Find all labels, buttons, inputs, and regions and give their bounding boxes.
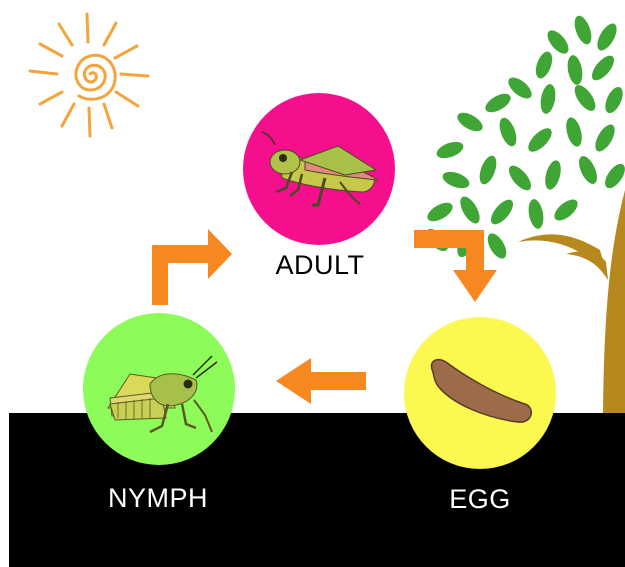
- egg-label: EGG: [400, 484, 560, 515]
- egg-stage: [404, 317, 556, 469]
- nymph-label: NYMPH: [78, 483, 238, 514]
- arrow-egg-to-nymph: [276, 358, 366, 404]
- sun-icon: [30, 14, 148, 136]
- arrow-adult-to-egg: [414, 230, 497, 302]
- nymph-stage: [83, 313, 235, 465]
- adult-stage: [243, 93, 395, 245]
- adult-label: ADULT: [240, 250, 400, 281]
- arrow-nymph-to-adult: [152, 229, 232, 305]
